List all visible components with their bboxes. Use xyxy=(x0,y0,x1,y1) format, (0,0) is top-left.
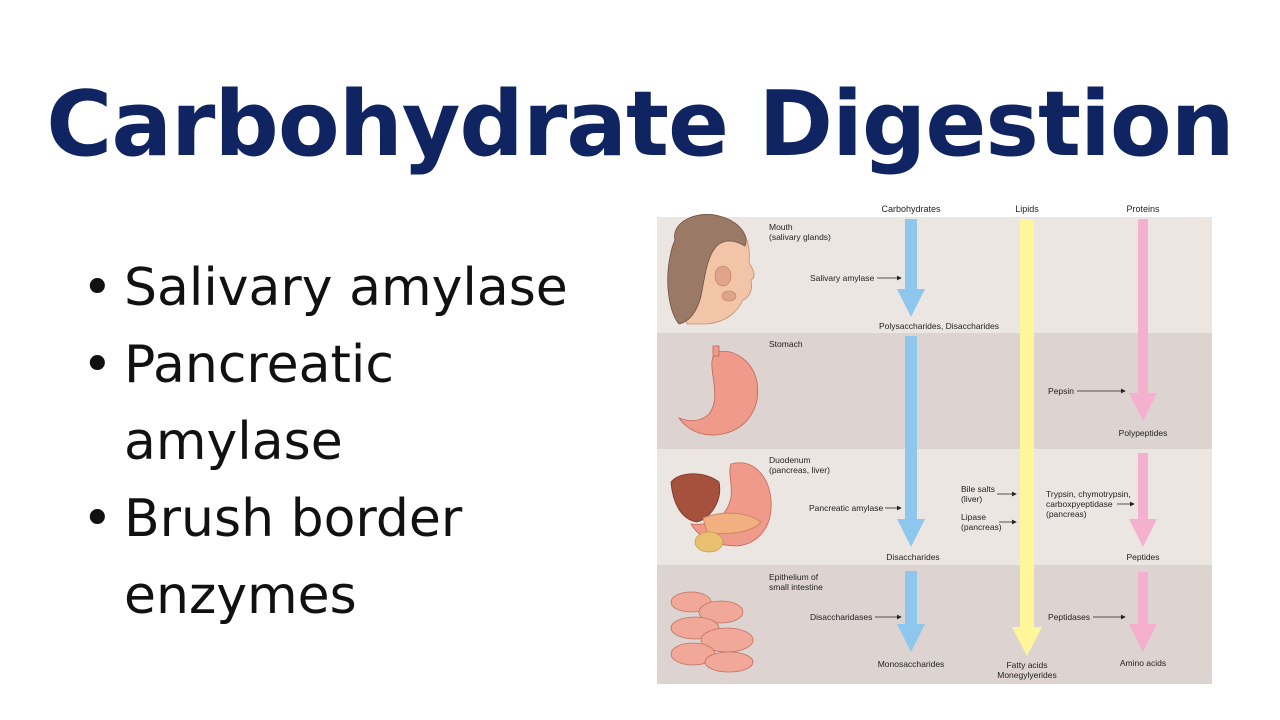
product-amino-acids: Amino acids xyxy=(1120,658,1166,668)
bullet-text-cont: enzymes xyxy=(124,566,357,626)
enzyme-pepsin: Pepsin xyxy=(1048,386,1074,396)
intestine-illustration xyxy=(670,591,754,673)
enzyme-pancreatic-amylase: Pancreatic amylase xyxy=(809,503,883,513)
bullet-dot: • xyxy=(82,335,113,395)
bullet-item: •Brush border enzymes xyxy=(82,481,622,635)
enzyme-lipase: Lipase xyxy=(961,512,986,522)
enzyme-bile-salts: Bile salts xyxy=(961,484,995,494)
region-epithelium-label: Epithelium of xyxy=(769,572,819,582)
column-carbohydrates: Carbohydrates xyxy=(881,204,941,214)
protein-arrow-3 xyxy=(1129,572,1157,652)
duodenum-illustration xyxy=(670,462,772,553)
bullet-dot: • xyxy=(82,258,113,318)
digestion-diagram: Carbohydrates Lipids Proteins xyxy=(657,200,1212,684)
product-peptides: Peptides xyxy=(1126,552,1159,562)
enzyme-trypsin: Trypsin, chymotrypsin, xyxy=(1046,489,1131,499)
enzyme-peptidases: Peptidases xyxy=(1048,612,1090,622)
carb-arrow-1 xyxy=(897,219,925,317)
protein-arrow-2 xyxy=(1129,453,1157,547)
region-mouth-sublabel: (salivary glands) xyxy=(769,232,831,242)
bullet-item: •Salivary amylase xyxy=(82,250,622,327)
column-proteins: Proteins xyxy=(1126,204,1160,214)
carb-arrow-3 xyxy=(897,571,925,652)
enzyme-carboxypeptidase: carboxpyeptidase xyxy=(1046,499,1113,509)
bullet-item: •Pancreatic amylase xyxy=(82,327,622,481)
bullet-dot: • xyxy=(82,489,113,549)
bullet-text-cont: amylase xyxy=(124,412,343,472)
enzyme-lipase-source: (pancreas) xyxy=(961,522,1002,532)
protein-arrow-1 xyxy=(1129,219,1157,421)
enzyme-salivary-amylase: Salivary amylase xyxy=(810,273,875,283)
product-polypeptides: Polypeptides xyxy=(1119,428,1168,438)
region-stomach-label: Stomach xyxy=(769,339,803,349)
bullet-text: Pancreatic xyxy=(124,335,394,395)
stomach-illustration xyxy=(677,345,759,436)
head-illustration xyxy=(667,214,755,325)
product-polysaccharides: Polysaccharides, Disaccharides xyxy=(879,321,999,331)
lipid-arrow xyxy=(1012,219,1042,656)
enzyme-bile-salts-source: (liver) xyxy=(961,494,982,504)
region-epithelium-sublabel: small intestine xyxy=(769,582,823,592)
column-lipids: Lipids xyxy=(1015,204,1039,214)
product-monoglycerides: Monegylyerides xyxy=(997,670,1057,680)
region-mouth-label: Mouth xyxy=(769,222,793,232)
product-fatty-acids: Fatty acids xyxy=(1006,660,1047,670)
enzyme-disaccharidases: Disaccharidases xyxy=(810,612,872,622)
product-disaccharides: Disaccharides xyxy=(886,552,939,562)
carb-arrow-2 xyxy=(897,336,925,547)
product-monosaccharides: Monosaccharides xyxy=(878,659,945,669)
bullet-text: Brush border xyxy=(124,489,463,549)
enzyme-trypsin-source: (pancreas) xyxy=(1046,509,1087,519)
region-duodenum-sublabel: (pancreas, liver) xyxy=(769,465,830,475)
page-title: Carbohydrate Digestion xyxy=(46,72,1234,177)
region-duodenum-label: Duodenum xyxy=(769,455,811,465)
bullet-text: Salivary amylase xyxy=(124,258,568,318)
